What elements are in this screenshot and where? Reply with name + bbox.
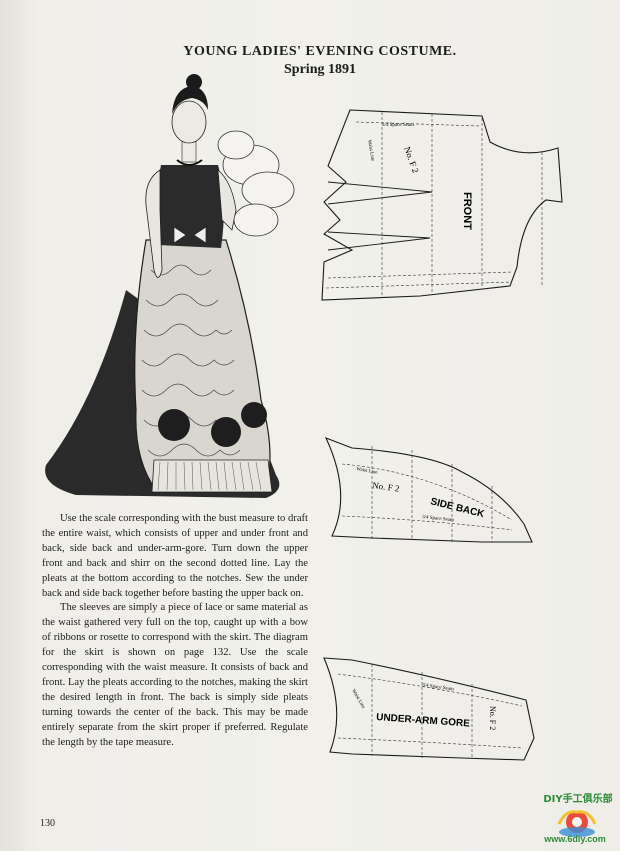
front-waistline: Waist Line <box>366 139 375 162</box>
front-number: No. F 2 <box>402 145 421 174</box>
costume-illustration <box>45 74 295 498</box>
paragraph-2: The sleeves are simply a piece of lace o… <box>42 602 308 748</box>
under-arm-waistline: Waist Line <box>350 689 366 711</box>
under-arm-label: UNDER-ARM GORE <box>376 712 471 730</box>
page-number: 130 <box>40 818 55 829</box>
under-arm-gore-pattern-diagram: UNDER-ARM GORE No. F 2 Waist Line 3/4 Sp… <box>323 657 535 761</box>
watermark-url: www.6diy.com <box>544 834 606 844</box>
page-title: YOUNG LADIES' EVENING COSTUME. <box>183 44 457 59</box>
front-seam: 3/4 Space Seam <box>382 123 414 128</box>
front-pattern-diagram: FRONT No. F 2 Waist Line 3/4 Space Seam <box>321 109 563 301</box>
side-back-number: No. F 2 <box>372 480 400 494</box>
side-back-waistline: Waist Line <box>356 467 379 476</box>
under-arm-number: No. F 2 <box>488 706 497 730</box>
side-back-seam: 3/4 Space Seam <box>422 515 454 523</box>
under-arm-seam: 3/4 Space Seam <box>422 683 454 692</box>
instructions-text: Use the scale corresponding with the bus… <box>42 512 308 751</box>
watermark-logo <box>557 810 597 837</box>
side-back-pattern-diagram: SIDE BACK No. F 2 Waist Line 3/4 Space S… <box>324 436 533 543</box>
page-subtitle: Spring 1891 <box>284 62 356 77</box>
paragraph-1: Use the scale corresponding with the bus… <box>42 513 308 599</box>
front-label: FRONT <box>461 192 473 230</box>
watermark-chinese-text: DIY手工俱乐部 <box>543 794 613 805</box>
